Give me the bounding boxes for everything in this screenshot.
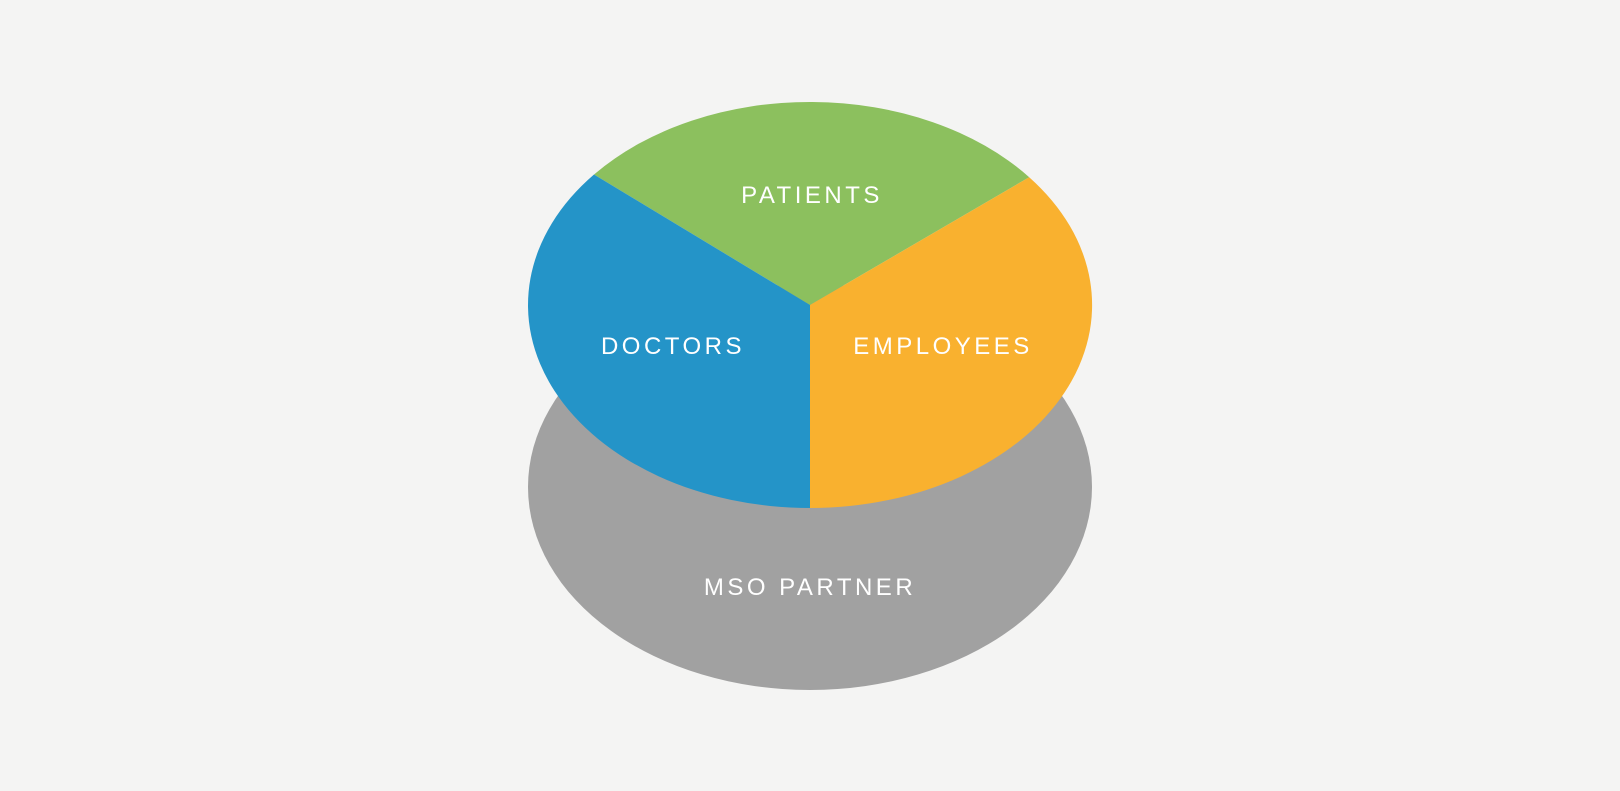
mso-partner-label: MSO PARTNER <box>704 574 916 601</box>
pie-slice-doctors <box>528 174 810 508</box>
patients-label: PATIENTS <box>741 182 883 209</box>
doctors-label: DOCTORS <box>601 333 745 360</box>
pie-slice-employees <box>810 177 1093 509</box>
pie-slice-patients <box>594 101 1030 305</box>
employees-label: EMPLOYEES <box>853 333 1033 360</box>
